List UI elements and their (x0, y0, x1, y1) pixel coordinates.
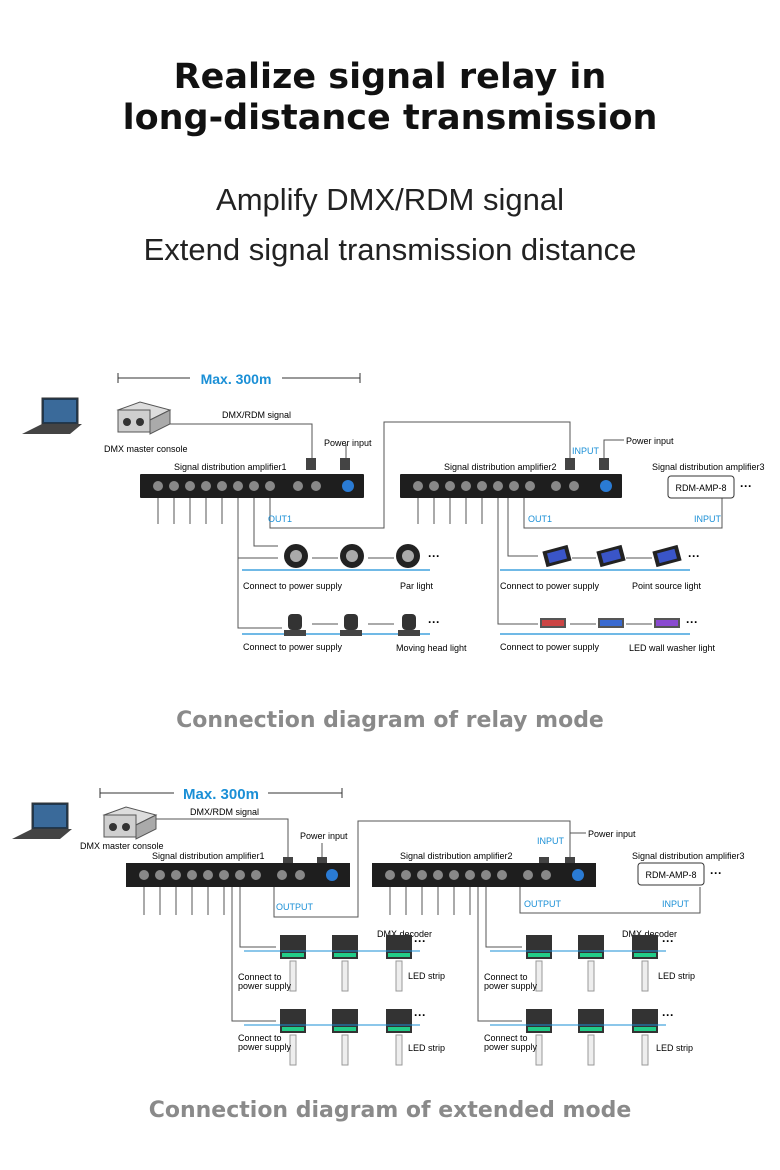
psu-label-1: Connect to power supply (243, 581, 343, 591)
point-source-row (542, 544, 682, 568)
strip-label-1: LED strip (408, 971, 445, 981)
more-ellipsis: ··· (662, 1008, 674, 1022)
more-ellipsis: ··· (740, 479, 752, 493)
psu-label-line2: power supply (484, 981, 538, 991)
amp2-label: Signal distribution amplifier2 (400, 851, 513, 861)
output-cables-amp1 (157, 498, 223, 524)
subtitle-line-1: Amplify DMX/RDM signal (216, 182, 564, 217)
input-label-1: INPUT (537, 836, 565, 846)
amp1-label: Signal distribution amplifier1 (152, 851, 265, 861)
power-input-label-1: Power input (324, 438, 372, 448)
amp3-label: Signal distribution amplifier3 (632, 851, 745, 861)
page-title-line-1: Realize signal relay in (173, 57, 607, 97)
dmx-console-icon (116, 401, 172, 435)
psu-label-line1: Connect to (238, 972, 282, 982)
decoder-label-1: DMX decoder (377, 929, 432, 939)
signal-label: DMX/RDM signal (222, 410, 291, 420)
strip-label-3: LED strip (658, 971, 695, 981)
decoder-row-3 (490, 935, 666, 992)
psu-label-line1: Connect to (484, 972, 528, 982)
psu-label-line2: power supply (238, 1042, 292, 1052)
power-input-label-2: Power input (626, 436, 674, 446)
more-ellipsis: ··· (428, 549, 440, 563)
relay-mode-caption: Connection diagram of relay mode (176, 708, 604, 733)
more-ellipsis: ··· (662, 934, 674, 948)
point-source-label: Point source light (632, 581, 702, 591)
page-title-line-2: long-distance transmission (122, 98, 658, 138)
amplifier-1 (140, 474, 364, 498)
power-plug-icon (340, 458, 350, 470)
out1-label-1: OUT1 (268, 514, 292, 524)
laptop-icon (22, 397, 82, 434)
input-label-2: INPUT (662, 899, 690, 909)
amplifier-3-box (637, 862, 705, 886)
amplifier-3-box (667, 475, 735, 499)
psu-label-3: Connect to power supply (500, 581, 600, 591)
decoder-row-2 (244, 1009, 420, 1066)
relay-mode-diagram: Max. 300m DMX master console DMX/RDM sig… (22, 368, 765, 653)
subtitle-line-2: Extend signal transmission distance (143, 232, 637, 267)
more-ellipsis: ··· (688, 549, 700, 563)
out1-label-2: OUT1 (528, 514, 552, 524)
psu-label-4: Connect to power supply (500, 642, 600, 652)
psu-label-line2: power supply (238, 981, 292, 991)
psu-label-line2: power supply (484, 1042, 538, 1052)
extended-mode-diagram: Max. 300m DMX master console DMX/RDM sig… (12, 782, 745, 1066)
signal-label: DMX/RDM signal (190, 807, 259, 817)
wall-washer-label: LED wall washer light (629, 643, 716, 653)
extended-mode-caption: Connection diagram of extended mode (148, 1098, 632, 1123)
par-light-row (284, 544, 420, 568)
moving-head-label: Moving head light (396, 643, 467, 653)
max-distance-bar: Max. 300m (117, 368, 361, 388)
psu-label-line1: Connect to (484, 1033, 528, 1043)
more-ellipsis: ··· (428, 615, 440, 629)
strip-label-2: LED strip (408, 1043, 445, 1053)
amp3-model: RDM-AMP-8 (676, 483, 727, 493)
amp2-label: Signal distribution amplifier2 (444, 462, 557, 472)
amplifier-2 (372, 863, 596, 887)
console-label: DMX master console (80, 841, 164, 851)
amplifier-2 (400, 474, 622, 498)
input-label-2: INPUT (694, 514, 722, 524)
power-input-label-1: Power input (300, 831, 348, 841)
decoder-row-4 (490, 1009, 666, 1066)
par-light-label: Par light (400, 581, 434, 591)
console-label: DMX master console (104, 444, 188, 454)
decoder-row-1 (244, 935, 420, 992)
input-label-1: INPUT (572, 446, 600, 456)
max-distance-bar: Max. 300m (99, 782, 343, 804)
moving-head-row (284, 614, 420, 636)
wall-washer-row (540, 618, 680, 628)
strip-label-4: LED strip (656, 1043, 693, 1053)
psu-label-line1: Connect to (238, 1033, 282, 1043)
xlr-plug-icon (306, 458, 316, 470)
amp3-label: Signal distribution amplifier3 (652, 462, 765, 472)
power-input-label-2: Power input (588, 829, 636, 839)
amp1-label: Signal distribution amplifier1 (174, 462, 287, 472)
more-ellipsis: ··· (686, 615, 698, 629)
more-ellipsis: ··· (414, 934, 426, 948)
dmx-console-icon (102, 806, 158, 840)
decoder-label-2: DMX decoder (622, 929, 677, 939)
more-ellipsis: ··· (414, 1008, 426, 1022)
amplifier-1 (126, 863, 350, 887)
psu-label-2: Connect to power supply (243, 642, 343, 652)
output-label-2: OUTPUT (524, 899, 562, 909)
amp3-model: RDM-AMP-8 (646, 870, 697, 880)
max-distance-label: Max. 300m (201, 371, 272, 387)
max-distance-label: Max. 300m (183, 786, 259, 803)
more-ellipsis: ··· (710, 866, 722, 880)
output-label-1: OUTPUT (276, 902, 314, 912)
laptop-icon (12, 802, 72, 839)
